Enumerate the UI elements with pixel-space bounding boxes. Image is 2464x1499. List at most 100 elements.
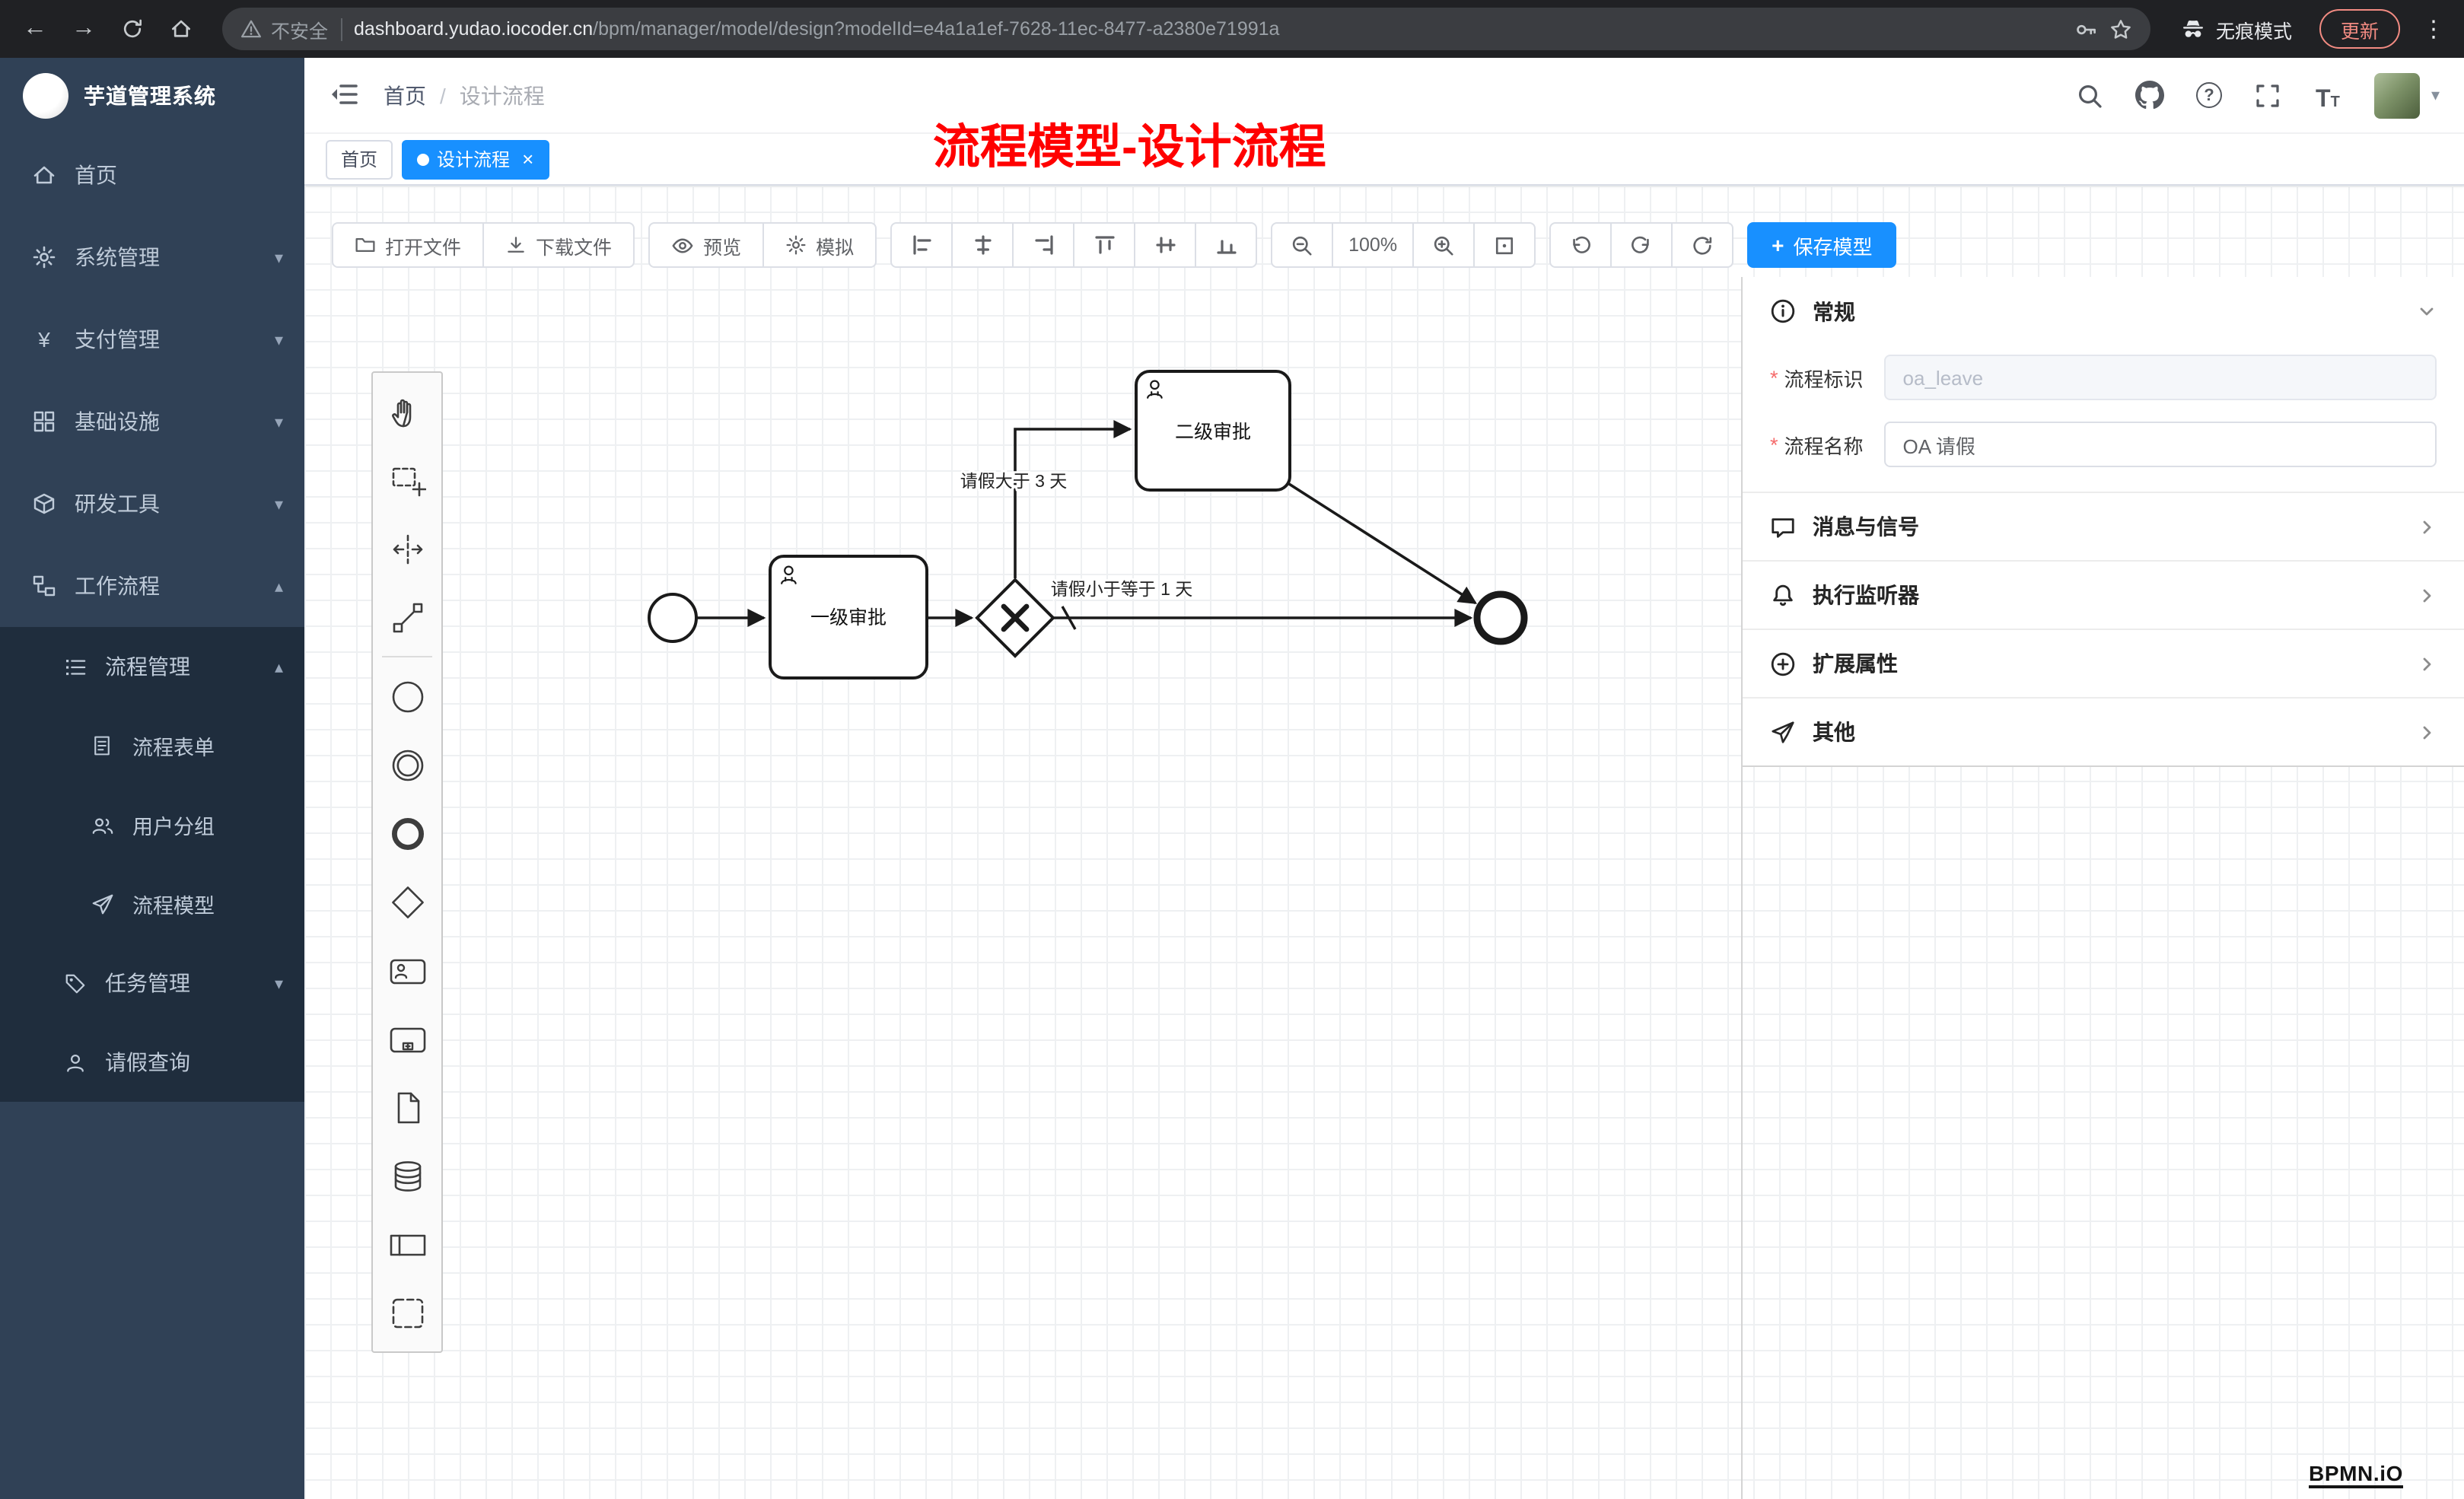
- sidebar-item-payment[interactable]: ¥ 支付管理 ▾: [0, 298, 304, 380]
- create-data-store[interactable]: [373, 1141, 441, 1210]
- header-search-button[interactable]: [2074, 78, 2107, 112]
- sidebar-item-label: 工作流程: [75, 574, 160, 598]
- create-gateway[interactable]: [373, 867, 441, 936]
- align-right-icon: [1034, 235, 1052, 255]
- create-subprocess[interactable]: [373, 1004, 441, 1073]
- restart-button[interactable]: [1671, 222, 1734, 268]
- align-left-button[interactable]: [890, 222, 953, 268]
- section-message-signal[interactable]: 消息与信号: [1743, 492, 2464, 560]
- sidebar-item-infrastructure[interactable]: 基础设施 ▾: [0, 380, 304, 463]
- redo-button[interactable]: [1610, 222, 1673, 268]
- sidebar-item-process-model[interactable]: 流程模型: [0, 864, 304, 944]
- sidebar-item-home[interactable]: 首页: [0, 134, 304, 216]
- tab-design-process[interactable]: 设计流程 ×: [402, 139, 549, 179]
- align-bottom-icon: [1216, 240, 1236, 254]
- global-connect-tool[interactable]: [373, 583, 441, 651]
- zoom-level-button[interactable]: 100%: [1332, 222, 1415, 268]
- redo-icon: [1632, 235, 1649, 253]
- section-execution-listener[interactable]: 执行监听器: [1743, 560, 2464, 629]
- bpmn-io-watermark[interactable]: BPMN.iO: [2309, 1461, 2403, 1488]
- create-start-event[interactable]: [373, 662, 441, 730]
- undo-button[interactable]: [1549, 222, 1612, 268]
- align-right-button[interactable]: [1012, 222, 1075, 268]
- browser-update-button[interactable]: 更新: [2319, 9, 2400, 49]
- browser-menu-button[interactable]: ⋮: [2418, 15, 2449, 43]
- zoom-reset-button[interactable]: [1473, 222, 1536, 268]
- end-event-node[interactable]: [1473, 590, 1528, 645]
- section-general[interactable]: 常规: [1743, 277, 2464, 345]
- start-event-node[interactable]: [648, 593, 698, 643]
- browser-forward-button[interactable]: →: [64, 9, 103, 49]
- sidebar-item-task-mgmt[interactable]: 任务管理 ▾: [0, 944, 304, 1023]
- app-logo[interactable]: 芋道管理系统: [0, 58, 304, 134]
- lasso-tool[interactable]: [373, 446, 441, 514]
- sidebar-item-leave-query[interactable]: 请假查询: [0, 1023, 304, 1102]
- fullscreen-icon: [2257, 84, 2280, 107]
- plus-circle-icon: [1770, 651, 1796, 676]
- user-avatar[interactable]: [2374, 72, 2421, 118]
- back-arrow-icon: ←: [23, 15, 47, 41]
- header-github-button[interactable]: [2133, 78, 2166, 112]
- security-indicator[interactable]: 不安全: [240, 14, 328, 43]
- flow-condition-label[interactable]: 请假小于等于 1 天: [1049, 577, 1195, 601]
- user-task-first-node[interactable]: 一级审批: [769, 555, 928, 679]
- avatar-dropdown-caret-icon[interactable]: ▾: [2431, 87, 2440, 105]
- zoom-out-button[interactable]: [1271, 222, 1334, 268]
- sidebar-item-system[interactable]: 系统管理 ▾: [0, 216, 304, 298]
- zoom-in-button[interactable]: [1412, 222, 1476, 268]
- align-top-button[interactable]: [1073, 222, 1136, 268]
- sidebar-item-workflow[interactable]: 工作流程 ▴: [0, 545, 304, 627]
- align-center-button[interactable]: [951, 222, 1014, 268]
- breadcrumb-home[interactable]: 首页: [384, 83, 426, 107]
- create-group[interactable]: [373, 1278, 441, 1347]
- flow-condition-label[interactable]: 请假大于 3 天: [958, 469, 1070, 493]
- create-participant[interactable]: [373, 1210, 441, 1278]
- flow-gateway-to-task2[interactable]: [1014, 420, 1132, 578]
- close-icon[interactable]: ×: [522, 148, 534, 170]
- download-file-button[interactable]: 下载文件: [482, 222, 635, 268]
- sidebar-item-devtools[interactable]: 研发工具 ▾: [0, 463, 304, 545]
- align-middle-button[interactable]: [1134, 222, 1197, 268]
- user-task-second-node[interactable]: 二级审批: [1135, 370, 1291, 492]
- create-user-task[interactable]: [373, 936, 441, 1004]
- sidebar-item-process-mgmt[interactable]: 流程管理 ▴: [0, 627, 304, 706]
- create-intermediate-event[interactable]: [373, 730, 441, 799]
- exclusive-gateway-node[interactable]: [975, 578, 1055, 658]
- align-bottom-button[interactable]: [1195, 222, 1258, 268]
- browser-home-button[interactable]: [161, 9, 201, 49]
- open-file-button[interactable]: 打开文件: [332, 222, 485, 268]
- omnibox-divider: [340, 18, 342, 40]
- header-fullscreen-button[interactable]: [2252, 78, 2285, 112]
- section-extension-attrs[interactable]: 扩展属性: [1743, 629, 2464, 697]
- security-label: 不安全: [271, 21, 329, 42]
- space-tool[interactable]: [373, 514, 441, 583]
- sidebar-item-user-group[interactable]: 用户分组: [0, 785, 304, 864]
- sidebar-item-label: 流程模型: [132, 895, 215, 918]
- preview-button[interactable]: 预览: [648, 222, 765, 268]
- simulate-button[interactable]: 模拟: [762, 222, 877, 268]
- process-key-input: [1884, 355, 2437, 400]
- browser-back-button[interactable]: ←: [15, 9, 55, 49]
- browser-reload-button[interactable]: [113, 9, 152, 49]
- tab-home[interactable]: 首页: [326, 139, 393, 179]
- process-name-input[interactable]: [1884, 422, 2437, 467]
- send-icon: [1770, 719, 1796, 745]
- address-bar[interactable]: 不安全 dashboard.yudao.iocoder.cn/bpm/manag…: [222, 8, 2150, 50]
- bpmn-canvas[interactable]: 请假大于 3 天 请假小于等于 1 天 一级审批: [304, 186, 2464, 1499]
- sidebar-collapse-button[interactable]: [329, 78, 362, 112]
- section-other[interactable]: 其他: [1743, 697, 2464, 765]
- bookmark-star-icon[interactable]: [2109, 18, 2132, 40]
- create-end-event[interactable]: [373, 799, 441, 867]
- header-help-button[interactable]: ?: [2192, 78, 2226, 112]
- create-data-object[interactable]: [373, 1073, 441, 1141]
- browser-chrome: ← → 不安全 dashboard.yudao.iocoder.cn/bpm/m…: [0, 0, 2464, 58]
- home-icon: [172, 20, 190, 37]
- sidebar-item-process-form[interactable]: 流程表单: [0, 706, 304, 785]
- properties-panel: 常规 * 流程标识 * 流程名称: [1741, 277, 2464, 1499]
- align-middle-icon: [1155, 237, 1175, 253]
- save-model-button[interactable]: + 保存模型: [1747, 222, 1897, 268]
- hand-tool[interactable]: [373, 377, 441, 446]
- password-key-icon[interactable]: [2074, 18, 2097, 40]
- flow-task2-to-end[interactable]: [1288, 482, 1478, 605]
